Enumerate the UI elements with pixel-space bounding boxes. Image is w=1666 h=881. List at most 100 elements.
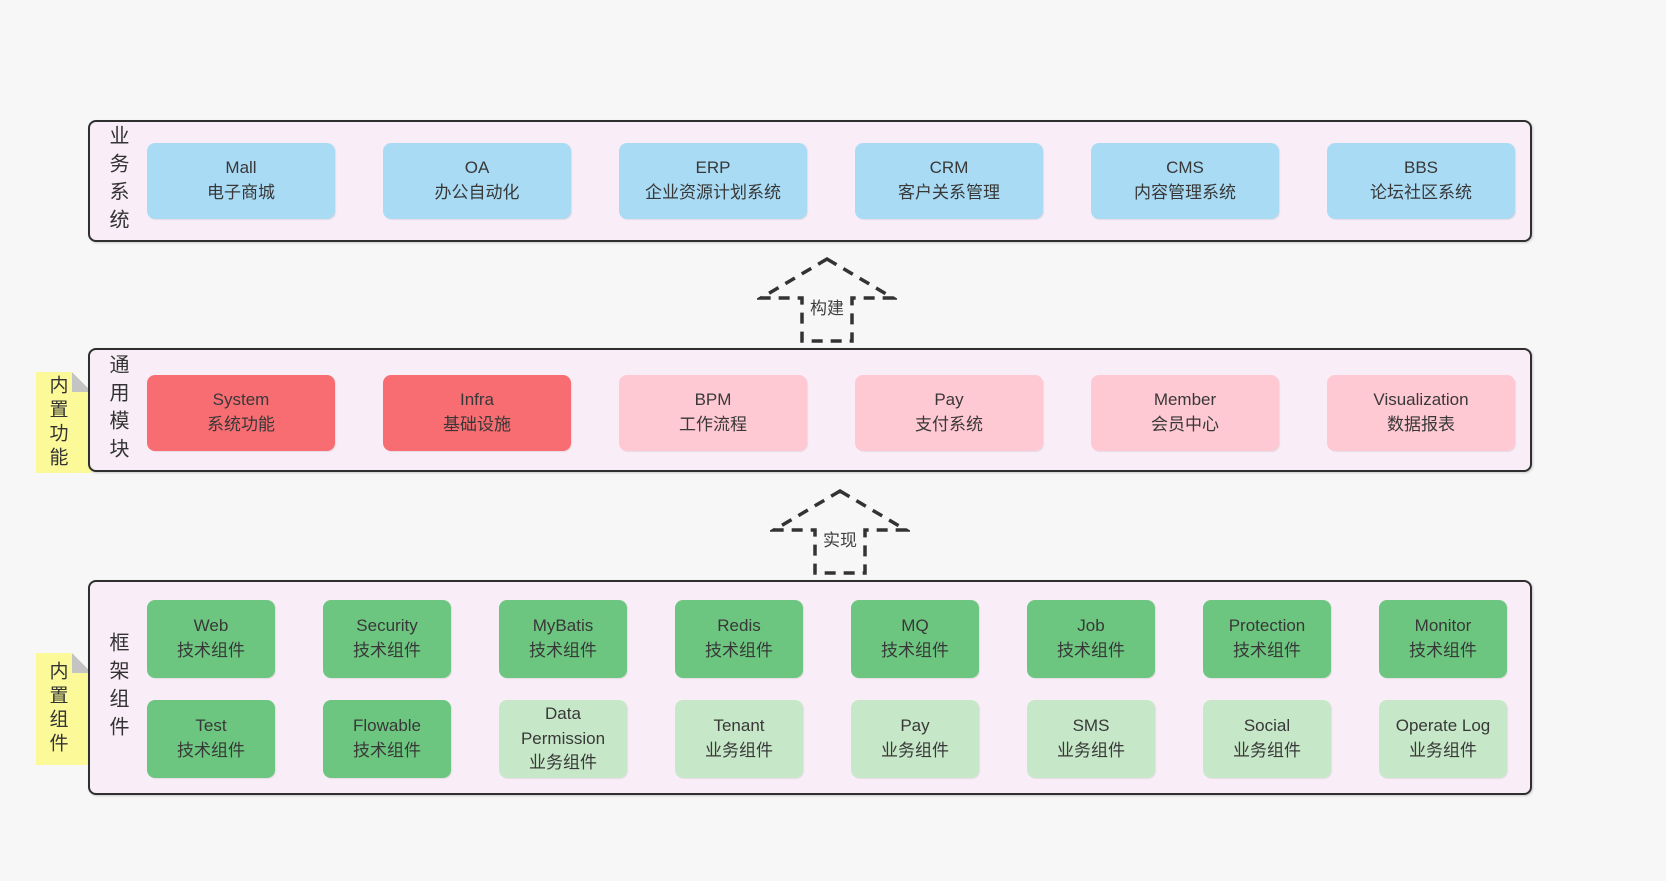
box-pay: Pay 支付系统 <box>855 375 1043 451</box>
box-subtitle: 技术组件 <box>353 641 421 660</box>
dashed-up-arrow-icon <box>757 256 897 343</box>
box-title: Protection <box>1228 616 1306 636</box>
box-subtitle: 业务组件 <box>1233 741 1301 760</box>
box-job: Job 技术组件 <box>1027 600 1155 678</box>
box-system: System 系统功能 <box>147 375 335 451</box>
box-title: CMS <box>1166 158 1204 178</box>
box-title: Visualization <box>1373 390 1469 410</box>
box-subtitle: 技术组件 <box>177 641 245 660</box>
modules-box-row: System 系统功能 Infra 基础设施 BPM 工作流程 Pay 支付系统… <box>147 375 1515 451</box>
box-subtitle: 办公自动化 <box>434 183 520 202</box>
box-subtitle: 技术组件 <box>1233 641 1301 660</box>
box-title: SMS <box>1072 716 1110 736</box>
note-label: 内置组件 <box>46 661 68 757</box>
business-box-row: Mall 电子商城 OA 办公自动化 ERP 企业资源计划系统 CRM 客户关系… <box>147 143 1515 219</box>
components-box-row-2: Test 技术组件 Flowable 技术组件 Data Permission … <box>147 700 1507 778</box>
box-title: MQ <box>901 616 929 636</box>
box-test: Test 技术组件 <box>147 700 275 778</box>
box-subtitle: 技术组件 <box>529 641 597 660</box>
box-mall: Mall 电子商城 <box>147 143 335 219</box>
box-title: Member <box>1153 390 1217 410</box>
box-subtitle: 技术组件 <box>353 741 421 760</box>
box-title: Pay <box>900 716 930 736</box>
box-cms: CMS 内容管理系统 <box>1091 143 1279 219</box>
build-arrow: 构建 <box>757 256 897 344</box>
box-title: Monitor <box>1414 616 1472 636</box>
box-subtitle: 企业资源计划系统 <box>645 183 781 202</box>
box-monitor: Monitor 技术组件 <box>1379 600 1507 678</box>
note-label: 内置功能 <box>46 374 68 471</box>
panel-label-components: 框架组件 <box>106 631 128 744</box>
box-mq: MQ 技术组件 <box>851 600 979 678</box>
panel-common-modules: 通用模块 System 系统功能 Infra 基础设施 BPM 工作流程 Pay… <box>88 348 1532 472</box>
box-title: BBS <box>1403 158 1439 178</box>
box-pay-biz: Pay 业务组件 <box>851 700 979 778</box>
box-visualization: Visualization 数据报表 <box>1327 375 1515 451</box>
box-subtitle: 客户关系管理 <box>898 183 1000 202</box>
panel-label-modules: 通用模块 <box>106 354 128 466</box>
box-redis: Redis 技术组件 <box>675 600 803 678</box>
box-subtitle: 电子商城 <box>207 183 275 202</box>
box-title: ERP <box>695 158 731 178</box>
box-title: OA <box>464 158 490 178</box>
box-tenant: Tenant 业务组件 <box>675 700 803 778</box>
box-subtitle: 论坛社区系统 <box>1370 183 1472 202</box>
box-title: System <box>212 390 270 410</box>
box-subtitle: 技术组件 <box>881 641 949 660</box>
box-oa: OA 办公自动化 <box>383 143 571 219</box>
box-subtitle: 工作流程 <box>679 415 747 434</box>
box-title: Operate Log <box>1395 716 1491 736</box>
box-web: Web 技术组件 <box>147 600 275 678</box>
sticky-note-built-in-components: 内置组件 <box>36 653 92 765</box>
box-subtitle: 业务组件 <box>881 741 949 760</box>
box-sms: SMS 业务组件 <box>1027 700 1155 778</box>
box-member: Member 会员中心 <box>1091 375 1279 451</box>
box-title: Social <box>1243 716 1291 736</box>
box-security: Security 技术组件 <box>323 600 451 678</box>
panel-framework-components: 框架组件 Web 技术组件 Security 技术组件 MyBatis 技术组件… <box>88 580 1532 795</box>
arrow-label: 构建 <box>806 294 848 319</box>
box-operate-log: Operate Log 业务组件 <box>1379 700 1507 778</box>
box-bbs: BBS 论坛社区系统 <box>1327 143 1515 219</box>
box-infra: Infra 基础设施 <box>383 375 571 451</box>
box-data-permission: Data Permission 业务组件 <box>499 700 627 778</box>
box-flowable: Flowable 技术组件 <box>323 700 451 778</box>
box-subtitle: 技术组件 <box>1057 641 1125 660</box>
implement-arrow: 实现 <box>770 488 910 576</box>
box-erp: ERP 企业资源计划系统 <box>619 143 807 219</box>
components-box-row-1: Web 技术组件 Security 技术组件 MyBatis 技术组件 Redi… <box>147 600 1507 678</box>
box-subtitle: 业务组件 <box>1057 741 1125 760</box>
box-bpm: BPM 工作流程 <box>619 375 807 451</box>
box-mybatis: MyBatis 技术组件 <box>499 600 627 678</box>
box-title: Redis <box>717 616 761 636</box>
box-title: Mall <box>225 158 257 178</box>
box-subtitle: 会员中心 <box>1151 415 1219 434</box>
box-subtitle: 内容管理系统 <box>1134 183 1236 202</box>
box-title: CRM <box>929 158 969 178</box>
box-subtitle: 数据报表 <box>1387 415 1455 434</box>
box-title: Pay <box>934 390 964 410</box>
box-subtitle: 基础设施 <box>443 415 511 434</box>
box-subtitle: 系统功能 <box>207 415 275 434</box>
box-subtitle: 业务组件 <box>529 753 597 773</box>
dashed-up-arrow-icon <box>770 488 910 575</box>
box-title: MyBatis <box>532 616 594 636</box>
panel-label-business: 业务系统 <box>106 125 128 237</box>
box-social: Social 业务组件 <box>1203 700 1331 778</box>
box-title: Data Permission <box>520 704 606 748</box>
box-title: Flowable <box>352 716 422 736</box>
box-title: Test <box>195 716 227 736</box>
box-title: Infra <box>459 390 495 410</box>
box-title: Security <box>356 616 418 636</box>
box-title: Web <box>193 616 229 636</box>
panel-business-systems: 业务系统 Mall 电子商城 OA 办公自动化 ERP 企业资源计划系统 CRM… <box>88 120 1532 242</box>
box-subtitle: 业务组件 <box>1409 741 1477 760</box>
box-subtitle: 技术组件 <box>177 741 245 760</box>
box-subtitle: 技术组件 <box>1409 641 1477 660</box>
arrow-label: 实现 <box>819 526 861 551</box>
box-subtitle: 支付系统 <box>915 415 983 434</box>
box-crm: CRM 客户关系管理 <box>855 143 1043 219</box>
box-title: BPM <box>694 390 732 410</box>
box-title: Job <box>1077 616 1105 636</box>
